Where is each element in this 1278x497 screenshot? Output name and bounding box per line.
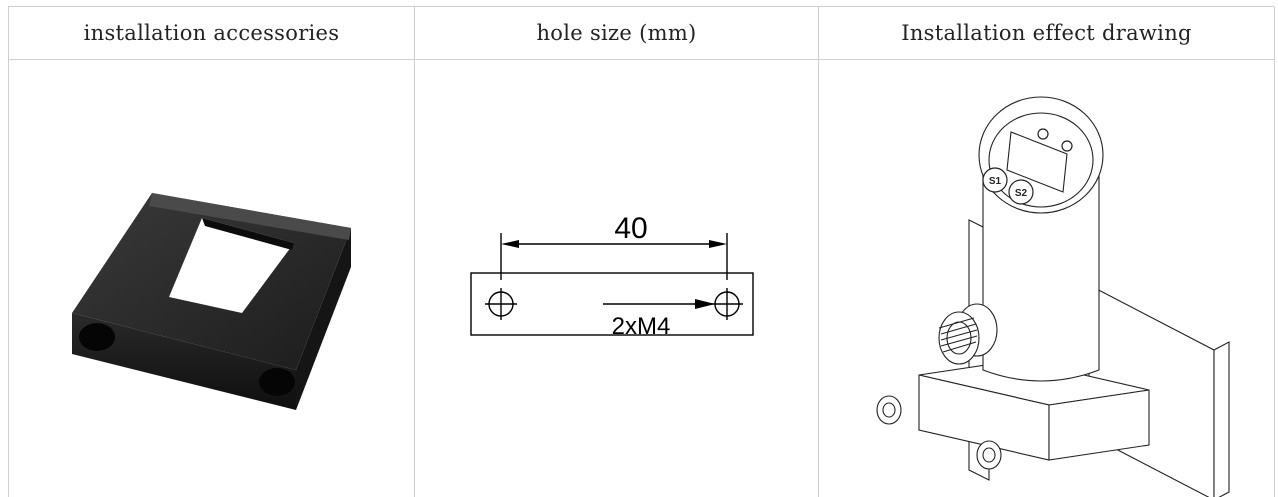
- m12-connector: [938, 303, 998, 365]
- installation-drawing-cell: S1 S2: [819, 60, 1274, 497]
- column-installation-effect: Installation effect drawing: [819, 7, 1275, 497]
- button-s1: [982, 167, 1008, 193]
- button-s2: [1008, 179, 1034, 205]
- header-hole-size: hole size (mm): [415, 7, 818, 60]
- header-installation-accessories: installation accessories: [9, 7, 414, 60]
- installation-effect-drawing: S1 S2: [876, 96, 1230, 497]
- column-installation-accessories: installation accessories: [9, 7, 415, 497]
- header-installation-effect: Installation effect drawing: [819, 7, 1274, 60]
- accessory-photo-cell: [9, 60, 414, 497]
- mounting-hole-right: [259, 368, 295, 396]
- column-hole-size: hole size (mm): [415, 7, 819, 497]
- mounting-screws: [876, 395, 1002, 470]
- button-s2-label: S2: [1015, 188, 1028, 199]
- hole-drawing-cell: 40 2xM4: [415, 60, 818, 497]
- mounting-hole-left: [79, 323, 115, 351]
- mounting-bracket-image: [72, 193, 351, 410]
- hole-dimension-drawing: 40 2xM4: [470, 212, 754, 340]
- product-spec-table: installation accessories: [8, 6, 1275, 497]
- dimension-label: 40: [614, 212, 647, 245]
- thread-label: 2xM4: [612, 313, 671, 340]
- button-s1-label: S1: [989, 176, 1002, 187]
